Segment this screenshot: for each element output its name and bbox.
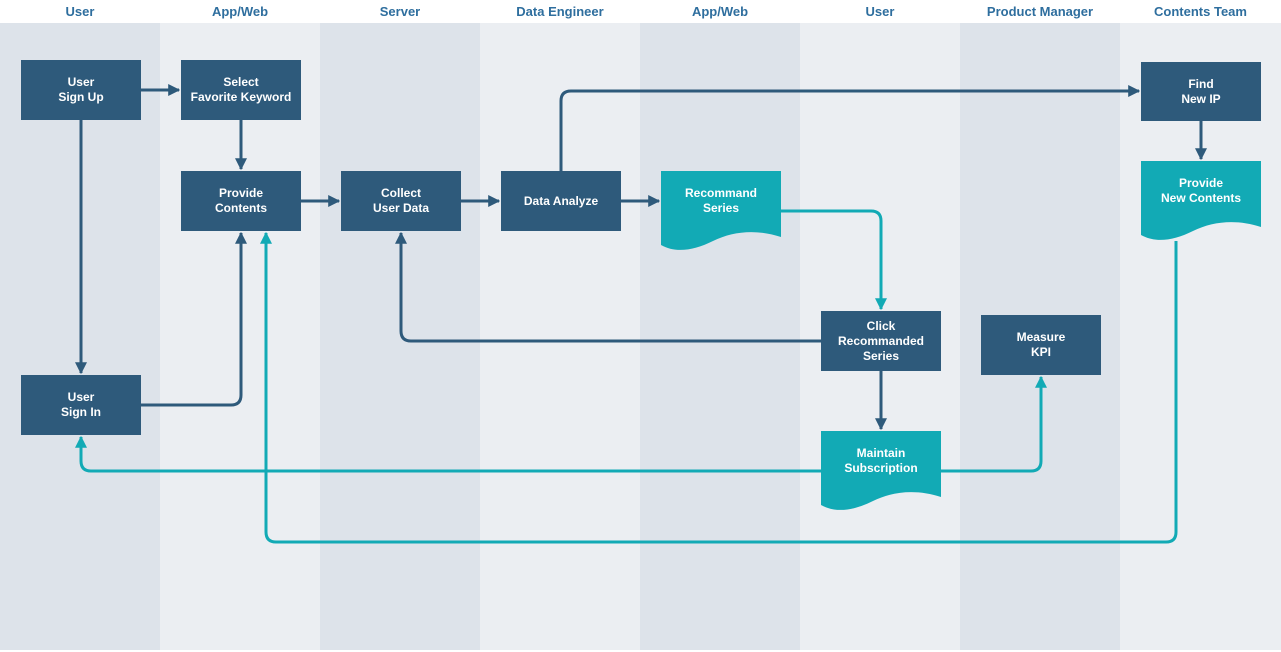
arrow-recommand-to-click: [781, 209, 887, 311]
data-analyze-step: Data Analyze: [501, 171, 621, 231]
lane-background: [640, 23, 800, 650]
lane-title: User: [65, 4, 95, 19]
arrow-analyze-to-find-ip: [559, 85, 1141, 171]
recommand-series-label: Recommand Series: [684, 186, 758, 215]
maintain-subscription-document: Maintain Subscription: [821, 431, 941, 511]
arrow-signin-to-provide: [141, 231, 247, 407]
lane-title: Product Manager: [986, 4, 1094, 19]
arrow-maintain-to-kpi: [941, 375, 1047, 473]
document-shape: [1141, 161, 1261, 240]
lane-title: Server: [379, 4, 421, 19]
user-sign-in-step: User Sign In: [21, 375, 141, 435]
provide-new-contents-label: Provide New Contents: [1160, 176, 1241, 205]
arrow-new-contents-to-provide: [260, 231, 1178, 544]
arrow-click-to-collect: [395, 231, 821, 343]
lane-background: [320, 23, 480, 650]
lane-title: Data Engineer: [516, 4, 604, 19]
select-favorite-keyword-step: Select Favorite Keyword: [181, 60, 301, 120]
lane-title: App/Web: [211, 4, 269, 19]
provide-contents-step: Provide Contents: [181, 171, 301, 231]
lane-title: App/Web: [691, 4, 749, 19]
click-recommanded-series-step: Click Recommanded Series: [821, 311, 941, 371]
collect-user-data-step: Collect User Data: [341, 171, 461, 231]
find-new-ip-step: Find New IP: [1141, 62, 1261, 121]
user-sign-up-step: User Sign Up: [21, 60, 141, 120]
document-shape: [661, 171, 781, 250]
maintain-subscription-label: Maintain Subscription: [844, 446, 918, 475]
recommand-series-document: Recommand Series: [661, 171, 781, 251]
provide-new-contents-document: Provide New Contents: [1141, 161, 1261, 241]
lane-server: Server: [320, 0, 480, 652]
lane-app-web-2: App/Web: [640, 0, 800, 652]
measure-kpi-step: Measure KPI: [981, 315, 1101, 375]
lane-title: User: [865, 4, 895, 19]
document-shape: [821, 431, 941, 510]
lane-title: Contents Team: [1154, 4, 1247, 19]
arrow-maintain-to-signin: [75, 435, 821, 473]
